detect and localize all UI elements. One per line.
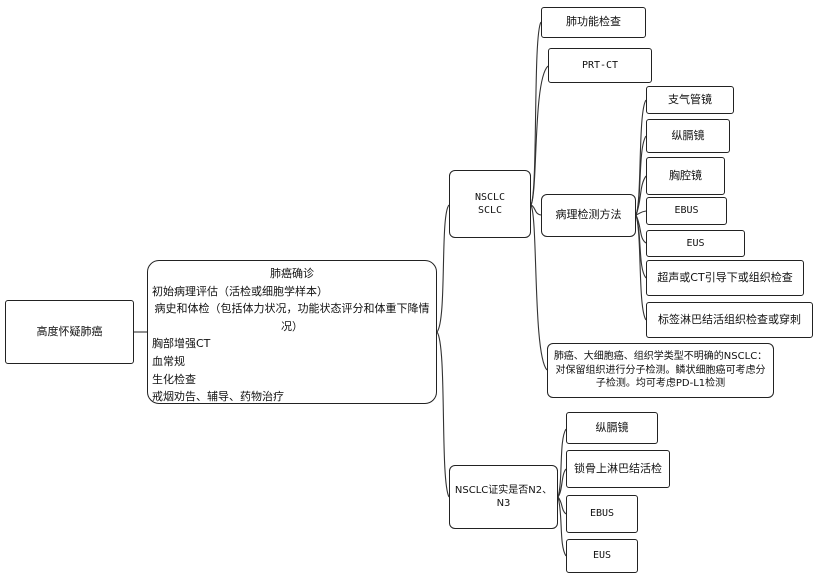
nsclc-sclc-node: NSCLC SCLC [449,170,531,238]
lung-function-node: 肺功能检查 [541,7,646,38]
n2n3-method-ebus: EBUS [566,495,638,533]
lung-function-label: 肺功能检查 [566,15,621,29]
diagnosis-item: 初始病理评估（活检或细胞学样本） [152,284,328,298]
diagnosis-title: 肺癌确诊 [270,267,314,280]
n2n3-method-mediastinoscope: 纵膈镜 [566,412,658,444]
diagnosis-item: 生化检查 [152,372,196,386]
sclc-label: SCLC [477,205,503,216]
nsclc-label: NSCLC [474,191,506,203]
molecular-note-node: 肺癌、大细胞癌、组织学类型不明确的NSCLC： 对保留组织进行分子检测。鳞状细胞… [547,343,774,398]
root-node: 高度怀疑肺癌 [5,300,134,364]
diagnosis-item: 病史和体检（包括体力状况，功能状态评分和体重下降情况） [154,302,430,333]
diagnosis-item: 血常规 [152,354,185,368]
pathology-method-ebus: EBUS [646,197,727,225]
diagnosis-node: 肺癌确诊 初始病理评估（活检或细胞学样本） 病史和体检（包括体力状况，功能状态评… [147,260,437,404]
diagnosis-item: 戒烟劝告、辅导、药物治疗 [152,390,284,404]
pathology-label: 病理检测方法 [555,208,622,222]
n2n3-method-supraclavicular-biopsy: 锁骨上淋巴结活检 [566,450,670,488]
pathology-method-mediastinoscope: 纵膈镜 [646,119,730,153]
diagnosis-item: 胸部增强CT [152,337,211,351]
n2-n3-label: NSCLC证实是否N2、N3 [454,484,553,510]
root-label: 高度怀疑肺癌 [36,324,103,338]
prt-ct-label: PRT-CT [581,59,619,71]
pathology-method-eus: EUS [646,230,745,257]
pathology-method-thoracoscope: 胸腔镜 [646,157,725,195]
pathology-method-guided-biopsy: 超声或CT引导下或组织检查 [646,260,804,296]
n2-n3-node: NSCLC证实是否N2、N3 [449,465,558,529]
pathology-method-bronchoscope: 支气管镜 [646,86,734,114]
pathology-node: 病理检测方法 [541,194,636,237]
pathology-method-lymph-biopsy: 标签淋巴结活组织检查或穿刺 [646,302,813,338]
prt-ct-node: PRT-CT [548,48,652,83]
n2n3-method-eus: EUS [566,539,638,573]
